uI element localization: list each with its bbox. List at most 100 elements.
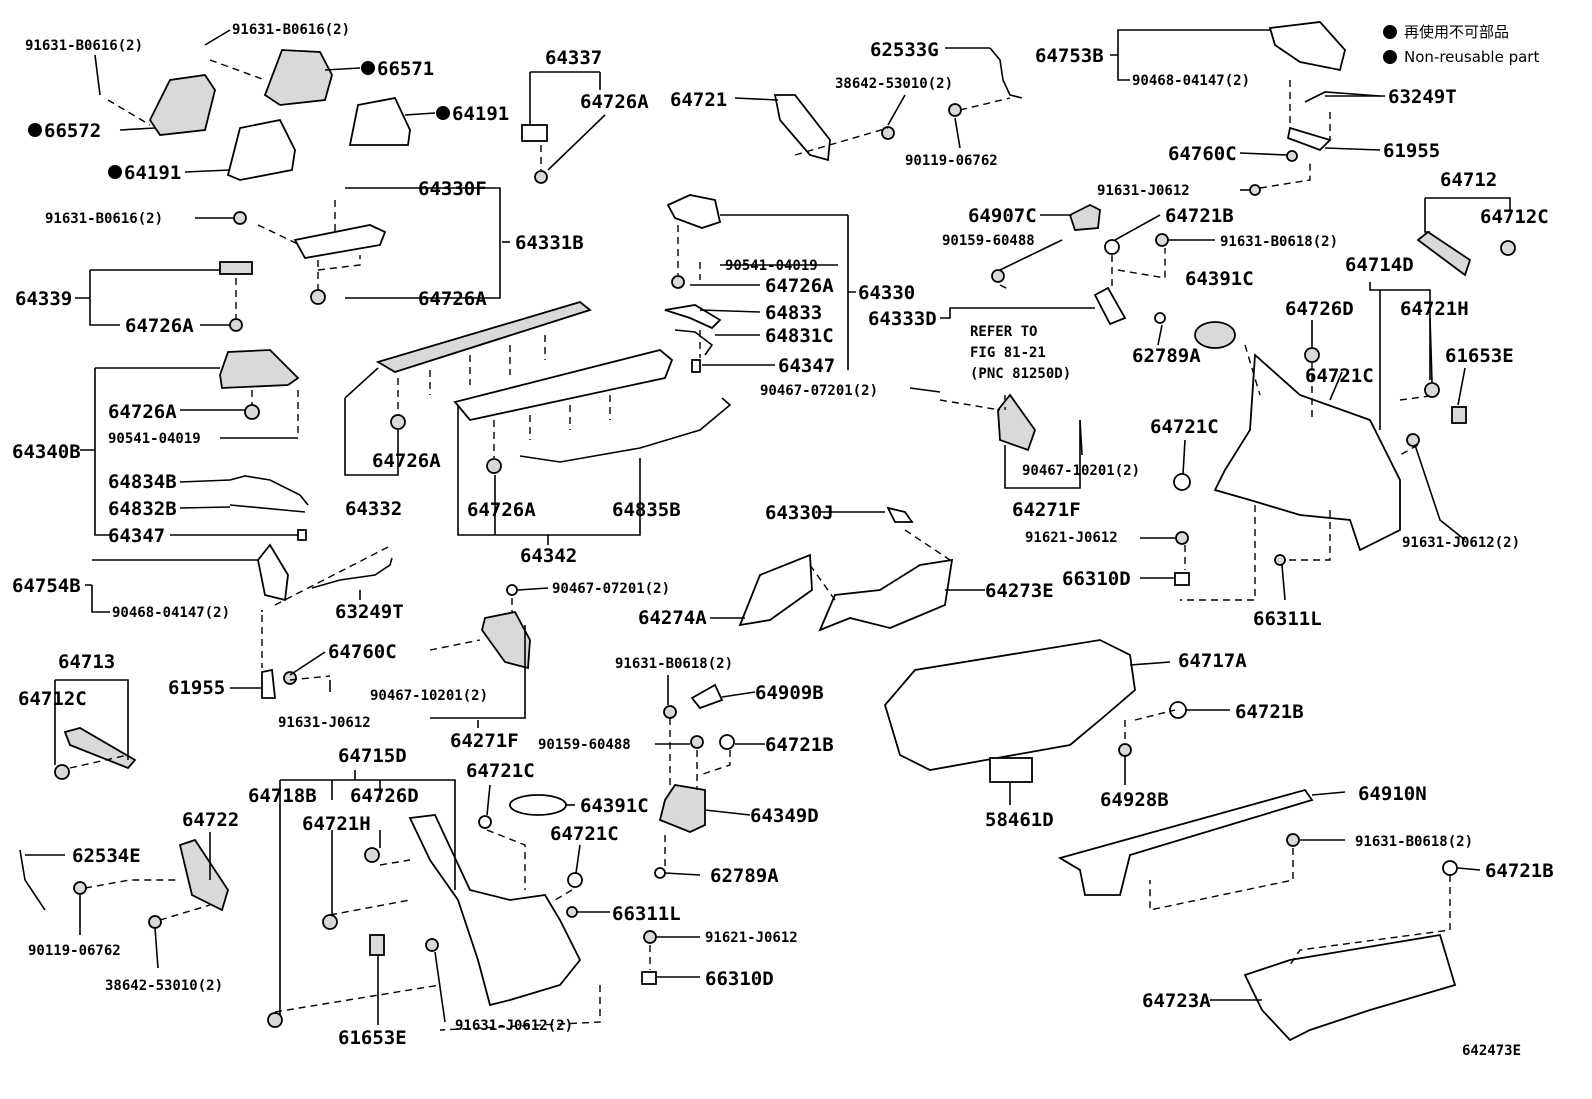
label-90468-04147-2-b: 90468-04147(2) [112,605,230,621]
label-64391c-a: 64391C [1185,268,1254,290]
label-refer-1: REFER TO [970,324,1037,340]
part-64909b-bracket [690,683,724,710]
leader-lines [25,29,1511,1025]
label-64726a-d: 64726A [765,275,834,297]
part-64271f-bracket-upper [997,393,1037,452]
label-64726d-a: 64726D [1285,298,1354,320]
part-64333d-bracket [1093,286,1127,326]
part-58461d-plate [989,757,1033,783]
part-64723a-tray [1243,933,1457,1042]
label-61955-b: 61955 [168,677,225,699]
part-90159-60488-b-bolt [690,735,704,749]
part-64340b-cover [219,349,300,389]
part-64714d-liner [1213,353,1401,552]
label-90467-07201-2-b: 90467-07201(2) [552,581,670,597]
label-61653e-b: 61653E [338,1027,407,1049]
label-64910n: 64910N [1358,783,1427,805]
label-62534e: 62534E [72,845,141,867]
part-64726a-c-clip [229,318,243,332]
part-labels: 91631-B0616(2) 91631-B0616(2) 66571 6657… [12,22,1554,1059]
part-66571-cover [263,49,333,106]
part-62789a-b [654,867,666,879]
label-66310d-b: 66310D [705,968,774,990]
part-91631-j0612-top [1249,184,1261,196]
label-66311l-b: 66311L [612,903,681,925]
part-61653e-b-clip [369,934,385,956]
label-91631-b0618-2-a: 91631-B0618(2) [1220,234,1338,250]
part-64726a-top-clip [534,170,548,184]
part-64347-a-clip [691,359,701,373]
part-64760c-top [1286,150,1298,162]
part-64726a-d-clip [671,275,685,289]
label-58461d: 58461D [985,809,1054,831]
label-64753b: 64753B [1035,45,1104,67]
label-64331b: 64331B [515,232,584,254]
label-64726a-top: 64726A [580,91,649,113]
label-64712c-b: 64712C [18,688,87,710]
label-91631-b0616-2-b: 91631-B0616(2) [232,22,350,38]
label-64726a-c: 64726A [125,315,194,337]
label-64330j: 64330J [765,502,834,524]
part-64271f-bracket-lower [481,610,531,670]
part-64726d-a-clip [1304,347,1320,363]
label-64721c-d: 64721C [550,823,619,845]
label-64721c-b: 64721C [1150,416,1219,438]
part-66572-cover [148,74,216,136]
label-62789a-b: 62789A [710,865,779,887]
label-91621-j0612-a: 91621-J0612 [1025,530,1118,546]
part-61955-b [261,668,277,699]
label-64712c-a: 64712C [1480,206,1549,228]
part-91631-b0618-b-bolt [663,705,677,719]
part-64721b-a-clip [1104,239,1120,255]
label-91631-b0616-2-c: 91631-B0616(2) [45,211,163,227]
label-refer-3: (PNC 81250D) [970,366,1071,382]
label-91631-b0618-2-b: 91631-B0618(2) [615,656,733,672]
label-90467-07201-2-a: 90467-07201(2) [760,383,878,399]
label-64330f: 64330F [418,178,487,200]
part-64347-b-clip [297,529,307,541]
part-66311l-a [1274,554,1286,566]
label-64271f-b: 64271F [450,730,519,752]
label-91631-b0616-2-a: 91631-B0616(2) [25,38,143,54]
part-90119-06762-b-bolt [73,881,87,895]
label-64274a: 64274A [638,607,707,629]
label-64347-b: 64347 [108,525,165,547]
part-64713-strip [63,727,137,770]
label-64835b: 64835B [612,499,681,521]
part-64726a-b-clip [310,289,326,305]
part-91631-b0618-c-bolt [1286,833,1300,847]
label-90119-06762-b: 90119-06762 [28,943,121,959]
part-38642-bolt [881,126,895,140]
part-64832b-rod [229,504,306,513]
label-64726d-b: 64726D [350,785,419,807]
part-64721c-d-clip [567,872,583,888]
label-62789a-a: 62789A [1132,345,1201,367]
label-64712: 64712 [1440,169,1497,191]
part-64715d-liner [408,814,582,1007]
label-90541-04019-a: 90541-04019 [725,258,818,274]
label-64907c: 64907C [968,205,1037,227]
non-reusable-dot-66572 [28,123,42,137]
part-66310d-a-nut [1174,572,1190,586]
part-64339-pad [219,261,253,275]
label-63249t-top: 63249T [1388,86,1457,108]
label-64726a-e: 64726A [108,401,177,423]
label-64330: 64330 [858,282,915,304]
part-64907c-bracket [1068,203,1101,231]
part-66310d-b-nut [641,971,657,985]
part-64835b-strip [519,397,732,463]
part-64330-cover [666,194,722,229]
label-64721b-a: 64721B [1165,205,1234,227]
label-refer-2: FIG 81-21 [970,345,1046,361]
part-90119-bolt [948,103,962,117]
label-64340b: 64340B [12,441,81,463]
part-91631-j0612-2-b-bolt [425,938,439,952]
part-64721c-b-clip [478,815,492,829]
part-64721h-b-clip [322,914,338,930]
label-64834b: 64834B [108,471,177,493]
label-64273e: 64273E [985,580,1054,602]
label-64191-b: 64191 [124,162,181,184]
legend-english: Non-reusable part [1404,48,1539,66]
part-91631-j0612-2-a-bolt [1406,433,1420,447]
